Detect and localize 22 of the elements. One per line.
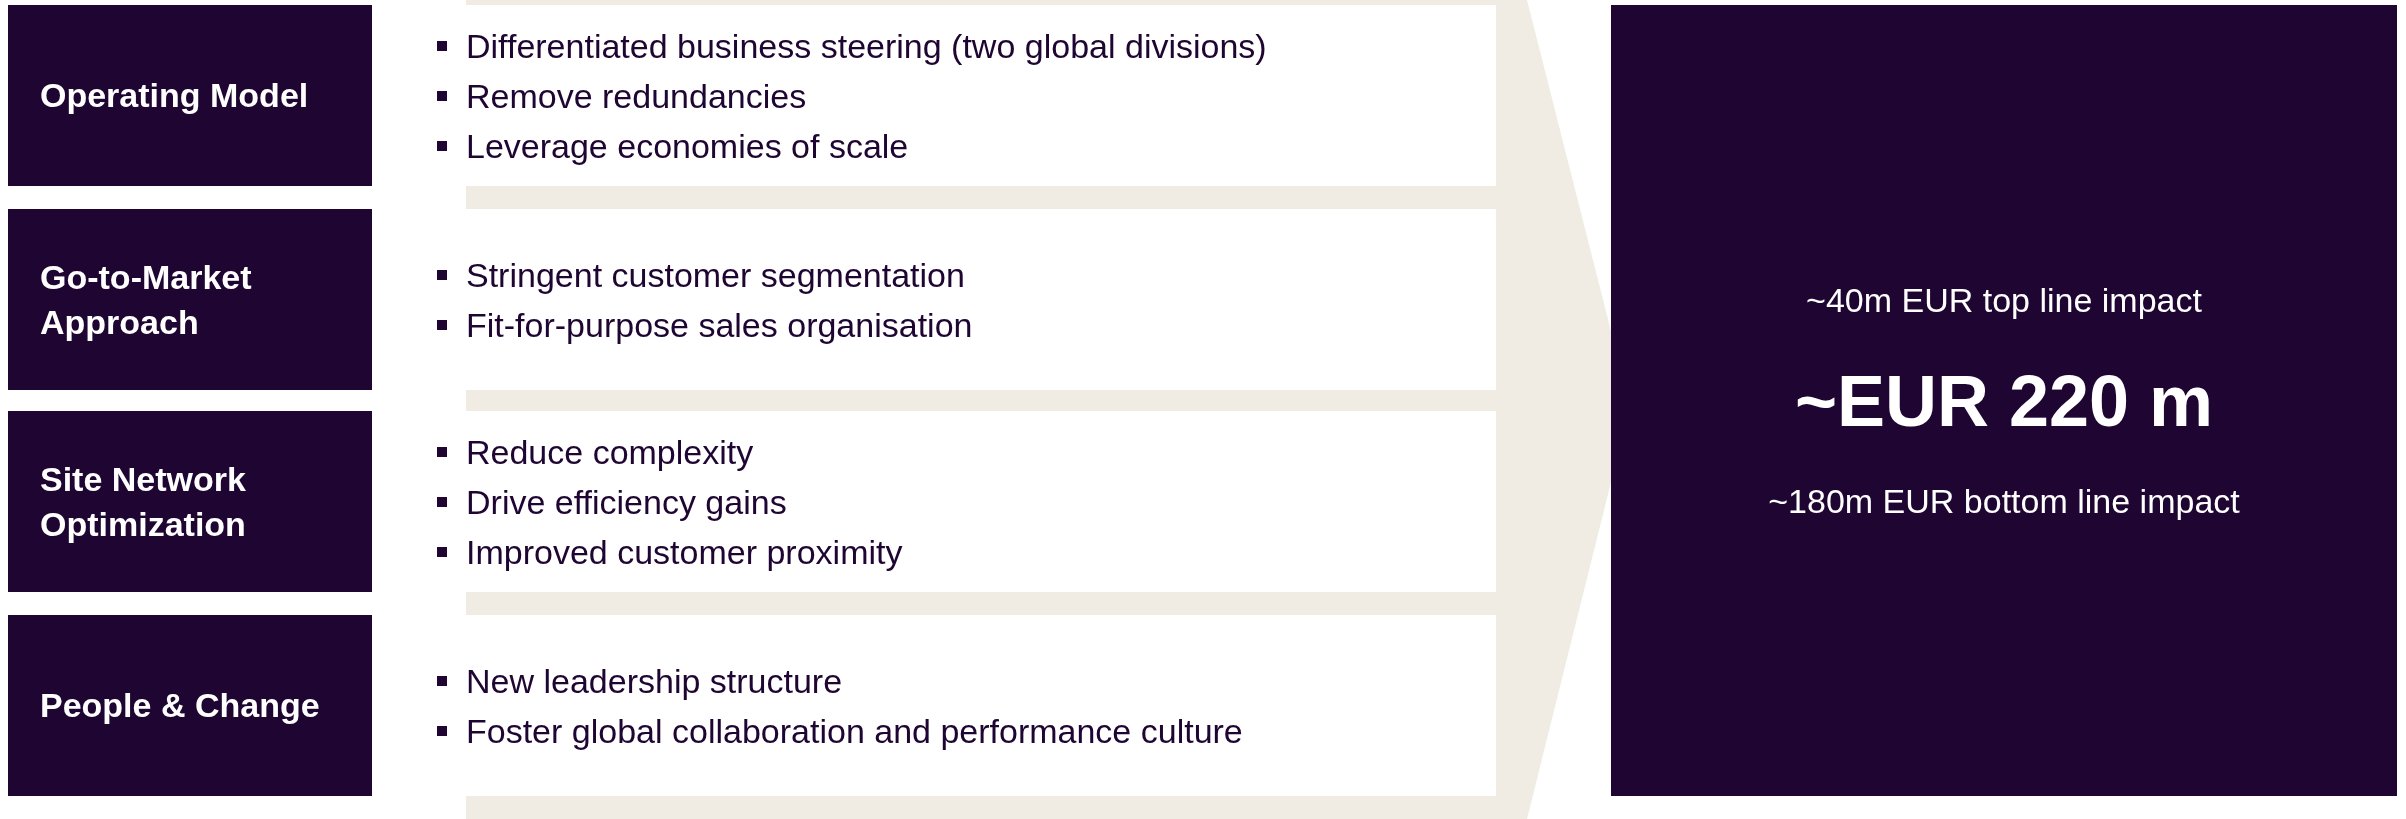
category-title: Site Network Optimization <box>40 459 247 545</box>
bullet-text: Drive efficiency gains <box>466 481 787 523</box>
category-title: People & Change <box>40 685 321 727</box>
impact-text: ~40m EUR top line impact <box>1806 280 2202 320</box>
category-title: Operating Model <box>40 75 310 117</box>
bullet-text: New leadership structure <box>466 660 843 702</box>
result-box <box>1611 5 2397 796</box>
bullet-text: Reduce complexity <box>466 431 754 473</box>
bullet-text: Differentiated business steering (two global divisions) <box>466 25 1267 67</box>
bullet-text: Improved customer proximity <box>466 531 903 573</box>
bullet-text: Fit-for-purpose sales organisation <box>466 304 973 346</box>
total-value: ~EUR 220 m <box>1794 359 2214 442</box>
category-box <box>8 209 372 390</box>
bullet-text: Leverage economies of scale <box>466 125 909 167</box>
bullet-text: Stringent customer segmentation <box>466 254 965 296</box>
bullet-text: Remove redundancies <box>466 75 807 117</box>
impact-text: ~180m EUR bottom line impact <box>1768 481 2240 521</box>
category-box <box>8 5 372 186</box>
category-title: Go-to-Market Approach <box>40 257 253 343</box>
category-box <box>8 615 372 796</box>
category-box <box>8 411 372 592</box>
bullet-text: Foster global collaboration and performance culture <box>466 710 1243 752</box>
